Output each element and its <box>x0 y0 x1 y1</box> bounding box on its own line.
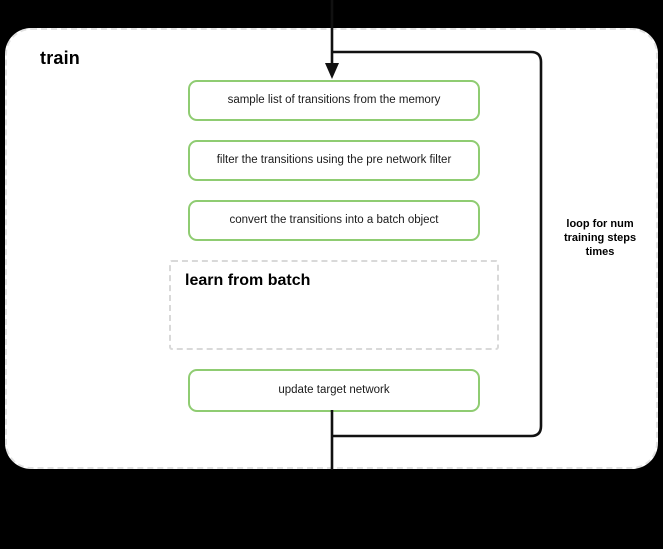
process-box-update-label: update target network <box>278 383 390 396</box>
loop-caption: loop for num training steps times <box>548 217 652 259</box>
train-container: train sample list of transitions from th… <box>5 28 658 469</box>
loop-caption-line-3: times <box>585 246 615 259</box>
process-box-update-target-network[interactable]: update target network <box>188 369 480 412</box>
process-box-filter-label: filter the transitions using the pre net… <box>216 153 452 166</box>
subgroup-title: learn from batch <box>185 272 311 289</box>
loop-caption-line-1: loop for num <box>566 218 634 230</box>
loop-caption-line-2: training steps <box>563 232 637 245</box>
container-title: train <box>40 48 81 68</box>
process-box-convert-label: convert the transitions into a batch obj… <box>229 213 439 226</box>
process-box-sample-label: sample list of transitions from the memo… <box>227 93 441 106</box>
process-box-sample[interactable]: sample list of transitions from the memo… <box>188 80 480 121</box>
subgroup-learn-from-batch[interactable]: learn from batch <box>169 260 499 350</box>
process-box-filter[interactable]: filter the transitions using the pre net… <box>188 140 480 181</box>
process-box-convert[interactable]: convert the transitions into a batch obj… <box>188 200 480 241</box>
